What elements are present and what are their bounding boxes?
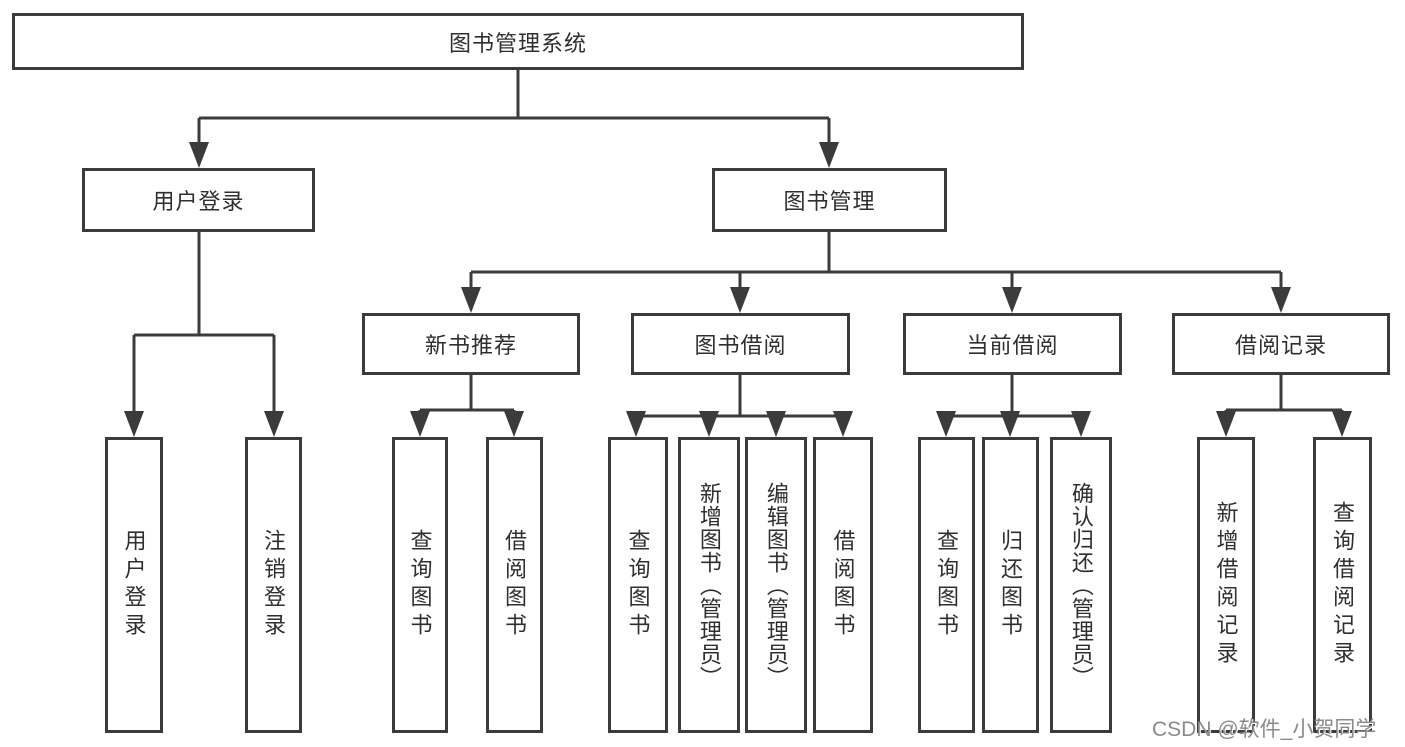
leaf-query-books-recommend: 查询图书 bbox=[392, 437, 448, 733]
leaf-edit-book-admin: 编辑图书（管理员） bbox=[745, 437, 807, 733]
leaf-logout: 注销登录 bbox=[245, 437, 302, 733]
arrowheads bbox=[124, 142, 1352, 437]
tree-edges bbox=[132, 70, 1344, 419]
leaf-query-books-current: 查询图书 bbox=[918, 437, 975, 733]
arrow-down-icon bbox=[936, 411, 956, 437]
leaf-confirm-return-admin: 确认归还（管理员） bbox=[1050, 437, 1112, 733]
arrow-down-icon bbox=[1002, 287, 1022, 313]
csdn-watermark: CSDN @软件_小贺同学 bbox=[1152, 718, 1377, 741]
leaf-add-borrow-record: 新增借阅记录 bbox=[1197, 437, 1255, 733]
leaf-user-login: 用户登录 bbox=[105, 437, 163, 733]
arrow-down-icon bbox=[504, 411, 524, 437]
node-label: 确认归还（管理员） bbox=[1068, 481, 1094, 689]
node-label: 借阅记录 bbox=[1234, 333, 1327, 358]
node-label: 当前借阅 bbox=[966, 333, 1059, 358]
arrow-down-icon bbox=[819, 142, 839, 168]
node-label: 查询借阅记录 bbox=[1330, 501, 1355, 669]
arrow-down-icon bbox=[1332, 411, 1352, 437]
arrow-down-icon bbox=[1000, 411, 1020, 437]
node-label: 图书管理 bbox=[783, 189, 876, 214]
leaf-add-book-admin: 新增图书（管理员） bbox=[678, 437, 740, 733]
node-user-login: 用户登录 bbox=[82, 168, 315, 232]
node-label: 注销登录 bbox=[261, 529, 286, 641]
node-label: 图书管理系统 bbox=[448, 30, 587, 56]
arrow-down-icon bbox=[1216, 411, 1236, 437]
node-label: 查询图书 bbox=[407, 529, 433, 641]
node-label: 新书推荐 bbox=[424, 333, 517, 358]
arrow-down-icon bbox=[1271, 287, 1291, 313]
arrow-down-icon bbox=[264, 411, 284, 437]
node-label: 用户登录 bbox=[121, 529, 147, 641]
node-borrowing-records: 借阅记录 bbox=[1172, 313, 1390, 375]
arrow-down-icon bbox=[461, 287, 481, 313]
leaf-return-book: 归还图书 bbox=[982, 437, 1039, 733]
node-book-management: 图书管理 bbox=[712, 168, 947, 232]
node-label: 借阅图书 bbox=[830, 529, 856, 641]
node-label: 新增图书（管理员） bbox=[696, 481, 722, 689]
arrow-down-icon bbox=[833, 411, 853, 437]
node-label: 查询图书 bbox=[934, 529, 959, 641]
node-current-borrowing: 当前借阅 bbox=[903, 313, 1122, 375]
node-label: 查询图书 bbox=[625, 529, 651, 641]
leaf-borrow-books-borrowing: 借阅图书 bbox=[813, 437, 873, 733]
arrow-down-icon bbox=[730, 287, 750, 313]
leaf-query-borrow-record: 查询借阅记录 bbox=[1313, 437, 1372, 733]
node-label: 用户登录 bbox=[152, 189, 245, 214]
leaf-query-books-borrowing: 查询图书 bbox=[608, 437, 668, 733]
arrow-down-icon bbox=[189, 142, 209, 168]
node-label: 借阅图书 bbox=[502, 529, 527, 641]
arrow-down-icon bbox=[1071, 411, 1091, 437]
node-library-system: 图书管理系统 bbox=[12, 13, 1024, 70]
node-label: 新增借阅记录 bbox=[1213, 501, 1239, 669]
node-new-book-recommend: 新书推荐 bbox=[362, 313, 580, 375]
node-label: 归还图书 bbox=[998, 529, 1023, 641]
arrow-down-icon bbox=[410, 411, 430, 437]
node-book-borrowing: 图书借阅 bbox=[631, 313, 850, 375]
node-label: 图书借阅 bbox=[694, 333, 787, 358]
arrow-down-icon bbox=[699, 411, 719, 437]
leaf-borrow-books-recommend: 借阅图书 bbox=[486, 437, 543, 733]
arrow-down-icon bbox=[124, 411, 144, 437]
node-label: 编辑图书（管理员） bbox=[763, 481, 789, 689]
arrow-down-icon bbox=[626, 411, 646, 437]
arrow-down-icon bbox=[766, 411, 786, 437]
